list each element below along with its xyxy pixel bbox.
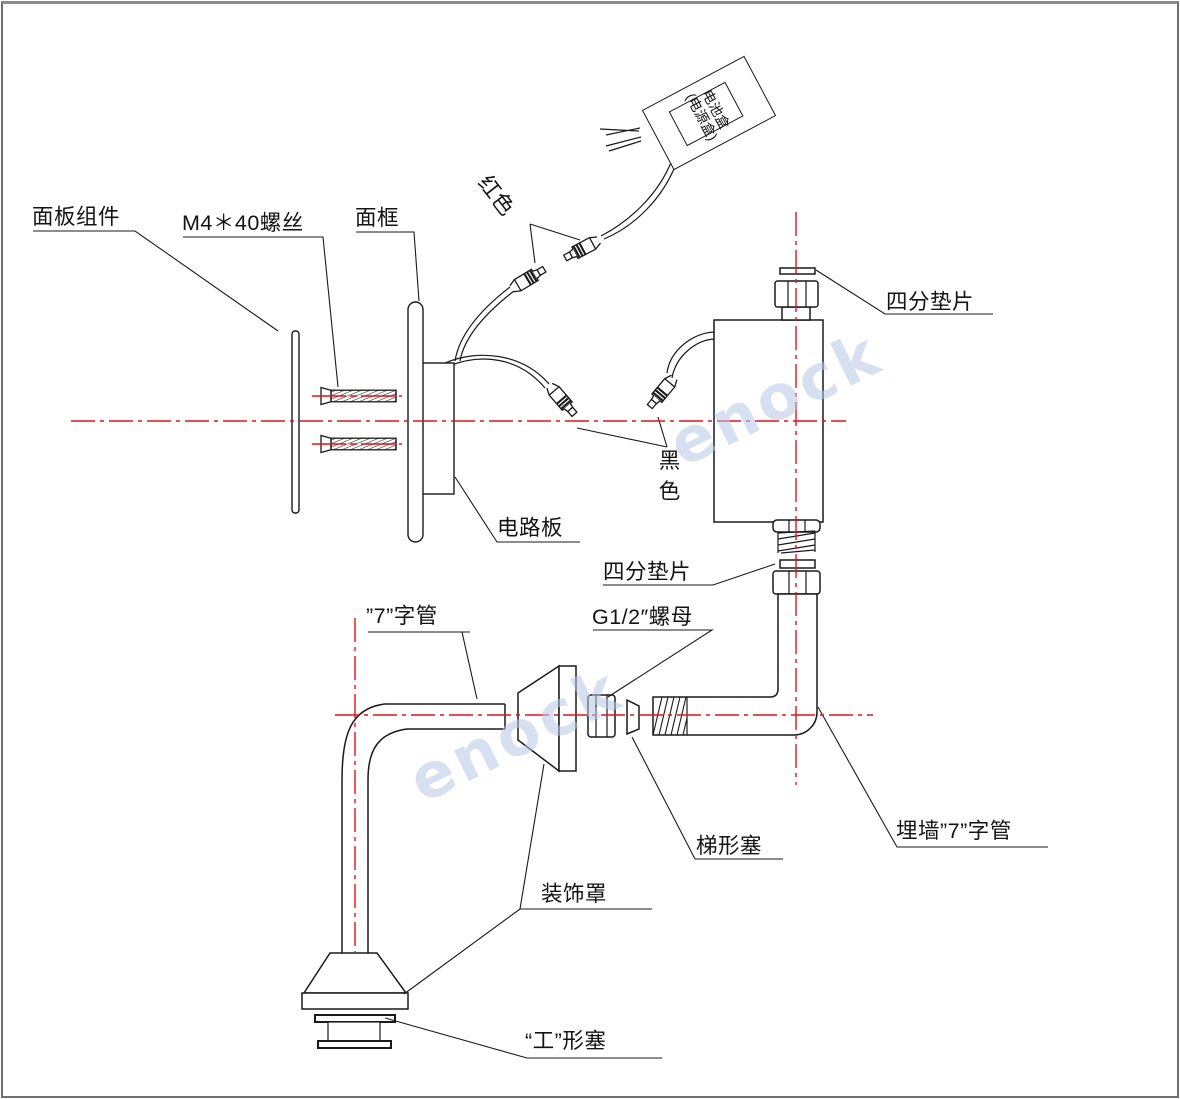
pipe-7-part bbox=[341, 703, 506, 953]
wall-pipe-7 bbox=[652, 593, 818, 736]
label-face-frame: 面框 bbox=[355, 206, 400, 230]
battery-wire bbox=[603, 163, 677, 240]
label-circuit-board: 电路板 bbox=[497, 516, 564, 540]
label-black-wire: 黑色 bbox=[656, 449, 680, 510]
leader-lines bbox=[33, 223, 1048, 1059]
bottom-group bbox=[301, 952, 409, 1049]
label-washer-mid: 四分垫片 bbox=[603, 560, 692, 584]
i-plug-web bbox=[327, 1021, 381, 1043]
label-decor-cover: 装饰罩 bbox=[541, 882, 608, 906]
decor-cone-mid-flange bbox=[558, 665, 577, 772]
board-black-wire bbox=[444, 354, 550, 385]
label-trapezoid-plug: 梯形塞 bbox=[696, 834, 763, 858]
pipe-thread-hatch bbox=[652, 696, 688, 736]
circuit-board-part bbox=[421, 362, 455, 495]
wires bbox=[444, 127, 715, 389]
battery-wire bbox=[600, 159, 673, 237]
wall-pipe-group bbox=[652, 593, 818, 736]
panel-group bbox=[291, 301, 455, 543]
black-connector-b bbox=[643, 372, 681, 412]
g12-nut-mid bbox=[587, 694, 616, 738]
panel-plate bbox=[291, 330, 300, 514]
label-panel-assembly: 面板组件 bbox=[32, 205, 121, 229]
washer-mid-part bbox=[779, 559, 816, 569]
valve-black-wire bbox=[671, 338, 715, 379]
washer-top-part bbox=[779, 267, 816, 275]
battery-leads bbox=[599, 127, 642, 152]
centerlines bbox=[71, 212, 873, 952]
decor-cone-bottom bbox=[302, 952, 408, 994]
black-connector-a bbox=[543, 380, 581, 420]
label-wall-pipe-7: 埋墙”7”字管 bbox=[896, 819, 1012, 843]
face-frame-part bbox=[407, 301, 424, 543]
board-red-wire bbox=[459, 290, 515, 362]
valve-black-wire bbox=[666, 331, 715, 374]
board-red-wire bbox=[454, 286, 511, 362]
board-black-wire bbox=[448, 358, 546, 389]
decor-cone-bottom-base bbox=[301, 992, 409, 1010]
red-connector-b bbox=[561, 233, 603, 265]
trapezoid-plug-part bbox=[626, 698, 640, 736]
middle-row-group bbox=[341, 664, 640, 953]
label-nut-g12: G1/2″螺母 bbox=[592, 605, 693, 629]
label-i-plug: “工”形塞 bbox=[525, 1029, 607, 1053]
i-plug-bottom-flange bbox=[317, 1040, 392, 1049]
label-pipe-7: ”7”字管 bbox=[366, 604, 438, 628]
i-plug-top-flange bbox=[314, 1014, 396, 1023]
label-washer-top: 四分垫片 bbox=[886, 290, 975, 314]
red-connector-a bbox=[507, 262, 549, 296]
label-screw-m4x40: M4＊40螺丝 bbox=[182, 211, 304, 235]
